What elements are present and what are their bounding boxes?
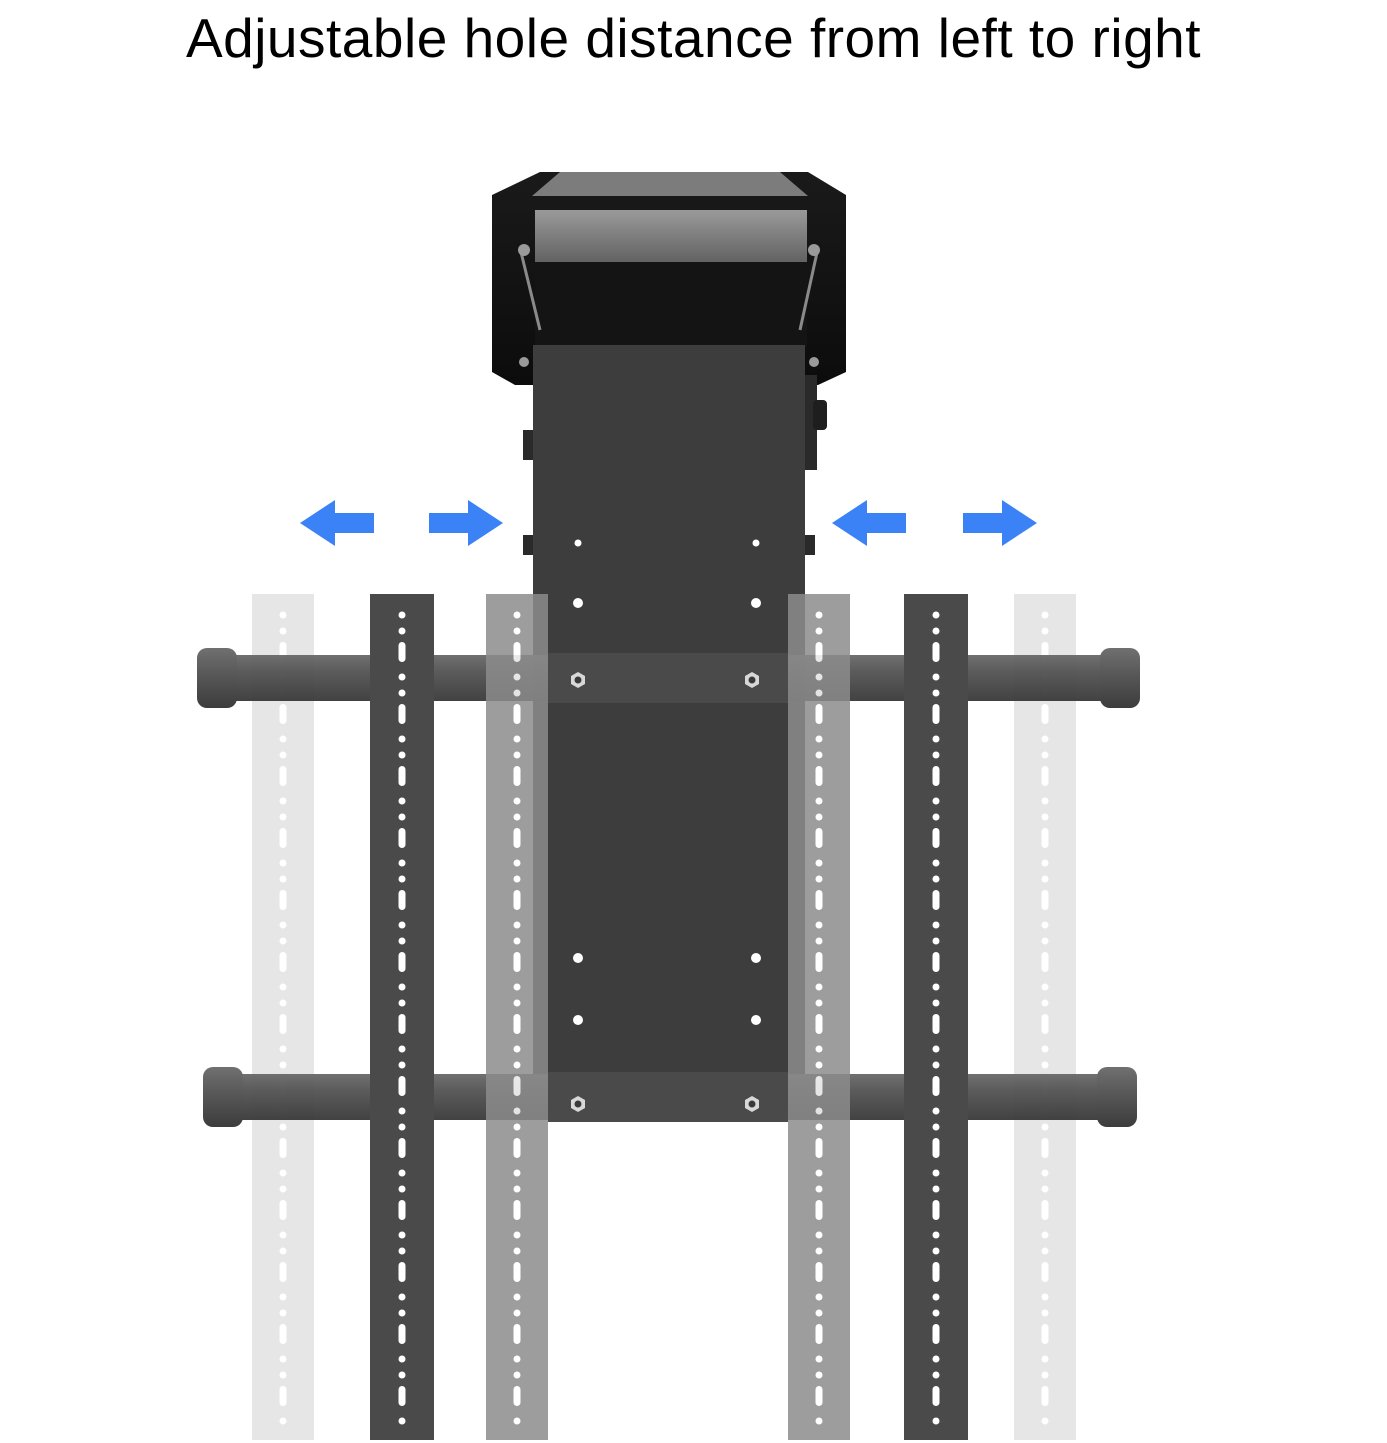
- ghost-bracket-near-left: [486, 594, 548, 1440]
- bracket-right: [904, 594, 968, 1440]
- ghost-bracket-far-left: [252, 594, 314, 1440]
- ghost-bracket-near-right: [788, 594, 850, 1440]
- lift-column: [523, 345, 827, 1075]
- arrow-left-icon: [832, 500, 906, 546]
- arrow-right-icon: [963, 500, 1037, 546]
- top-rail: [197, 648, 1140, 708]
- bracket-overlays: [370, 594, 968, 1440]
- arrow-right-icon: [429, 500, 503, 546]
- bracket-left: [370, 594, 434, 1440]
- arrow-left-icon: [300, 500, 374, 546]
- ghost-bracket-far-right: [1014, 594, 1076, 1440]
- ceiling-motor-housing: [492, 172, 846, 385]
- page-title: Adjustable hole distance from left to ri…: [185, 7, 1202, 69]
- bottom-rail: [203, 1067, 1137, 1127]
